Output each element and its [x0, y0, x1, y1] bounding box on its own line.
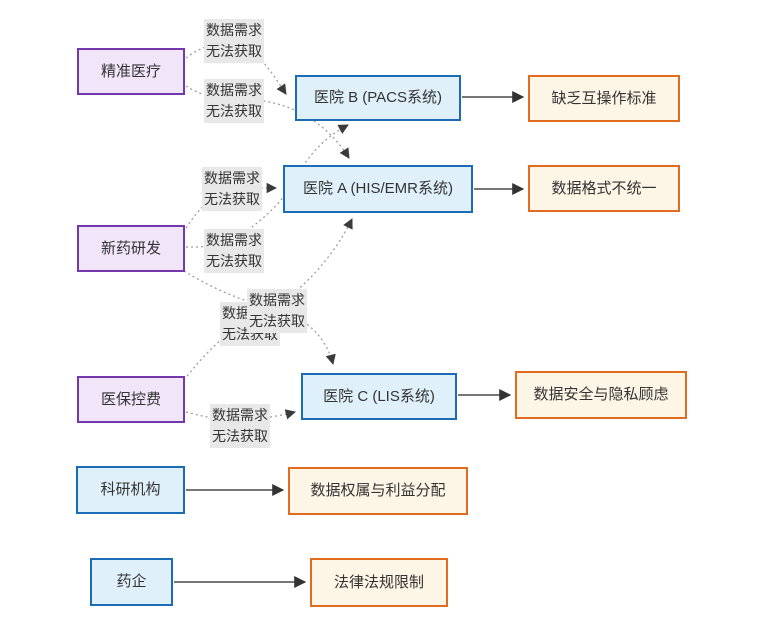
- edge-label-precision-b: 数据需求 无法获取: [204, 19, 264, 63]
- node-format-inconsistent: 数据格式不统一: [528, 165, 680, 212]
- edge-newdrug-to-hospital-c: [183, 270, 336, 366]
- edge-label-insurance-c: 数据需求 无法获取: [210, 404, 270, 448]
- node-research-institution: 科研机构: [76, 466, 185, 514]
- node-lack-interop: 缺乏互操作标准: [528, 75, 680, 122]
- node-hospital-a: 医院 A (HIS/EMR系统): [283, 165, 473, 213]
- edge-label-newdrug-c: 数据需求 无法获取: [247, 289, 307, 333]
- edge-label-precision-a: 数据需求 无法获取: [204, 79, 264, 123]
- edge-label-newdrug-a: 数据需求 无法获取: [202, 167, 262, 211]
- node-pharma-company: 药企: [90, 558, 173, 606]
- node-hospital-b: 医院 B (PACS系统): [295, 75, 461, 121]
- edge-insurance-to-hospital-a: [183, 218, 353, 381]
- node-security-privacy: 数据安全与隐私顾虑: [515, 371, 687, 419]
- node-legal-limits: 法律法规限制: [310, 558, 448, 607]
- node-hospital-c: 医院 C (LIS系统): [301, 373, 457, 420]
- edge-label-newdrug-b: 数据需求 无法获取: [204, 229, 264, 273]
- node-ownership-benefit: 数据权属与利益分配: [288, 467, 468, 515]
- node-new-drug-rd: 新药研发: [77, 225, 185, 272]
- node-precision-medicine: 精准医疗: [77, 48, 185, 95]
- node-insurance-cost-control: 医保控费: [77, 376, 185, 423]
- edge-newdrug-to-hospital-b: [185, 124, 349, 248]
